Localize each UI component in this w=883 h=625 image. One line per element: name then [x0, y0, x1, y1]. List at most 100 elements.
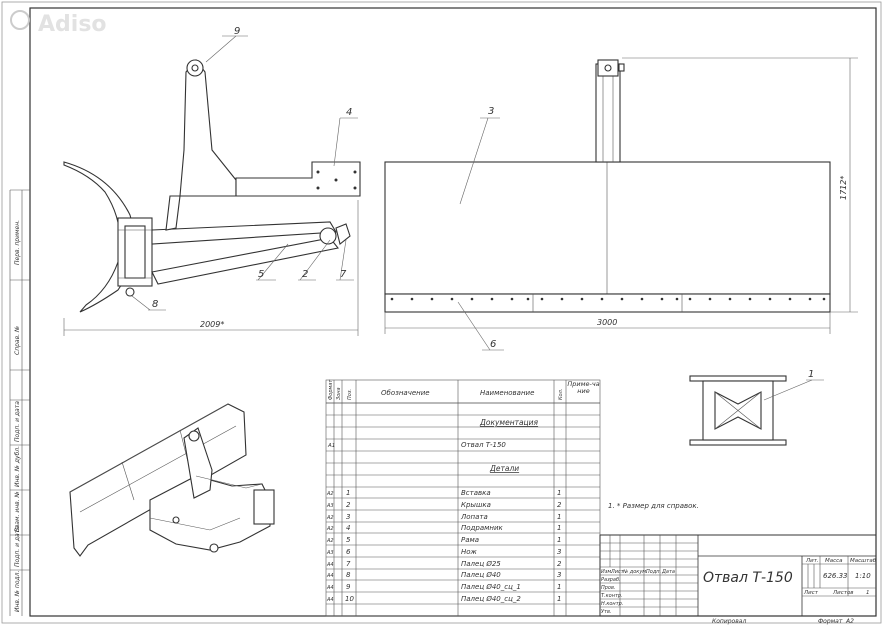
- front-view: 3000 1712* 3 6: [384, 57, 858, 351]
- col-zone: Зона: [336, 387, 342, 400]
- callout-1: 1: [808, 369, 814, 380]
- tb-date: Дата: [661, 569, 675, 575]
- svg-text:А3: А3: [326, 503, 334, 509]
- callout-4: 4: [346, 107, 352, 118]
- svg-text:Палец Ø40_сц_2: Палец Ø40_сц_2: [461, 595, 521, 603]
- tb-tkontr: Т.контр.: [601, 593, 623, 599]
- svg-text:А2: А2: [326, 526, 334, 532]
- margin-label-6: Подп. и дата: [14, 526, 21, 567]
- svg-text:5: 5: [346, 536, 351, 544]
- svg-text:2: 2: [557, 501, 562, 509]
- col-format: Формат: [328, 379, 334, 400]
- tb-razrab: Разраб.: [601, 577, 621, 583]
- svg-text:3: 3: [346, 513, 350, 521]
- margin-label-3: Подп. и дата: [14, 401, 21, 442]
- drawing-title: Отвал Т-150: [703, 570, 793, 586]
- callout-2: 2: [302, 269, 308, 280]
- watermark-text: Adiso: [38, 12, 107, 37]
- svg-text:2: 2: [346, 501, 351, 509]
- svg-text:А2: А2: [326, 515, 334, 521]
- svg-text:Лопата: Лопата: [460, 513, 488, 521]
- svg-text:1: 1: [557, 513, 561, 521]
- knife-strip: [384, 293, 831, 313]
- svg-text:2: 2: [557, 560, 562, 568]
- tb-sign: Подп.: [646, 569, 661, 575]
- section-docs: Документация: [479, 418, 539, 427]
- push-arm-lower: [151, 237, 339, 285]
- left-margin: Перв. примен. Справ. № Подп. и дата Инв.…: [9, 189, 30, 616]
- callout-3: 3: [488, 106, 494, 117]
- svg-text:7: 7: [346, 560, 351, 568]
- margin-label-7: Инв. № подл.: [14, 571, 21, 612]
- svg-text:Палец Ø40_сц_1: Палец Ø40_сц_1: [461, 583, 521, 591]
- table-row: А4 7 Палец Ø25 2: [326, 560, 562, 568]
- tb-utv: Утв.: [601, 609, 612, 615]
- svg-text:8: 8: [346, 571, 351, 579]
- tb-docnum: № докум.: [622, 569, 648, 575]
- margin-label-2: Справ. №: [14, 326, 21, 355]
- section-parts: Детали: [489, 464, 519, 473]
- svg-text:А3: А3: [326, 550, 334, 556]
- assembly-name: Отвал Т-150: [461, 441, 506, 449]
- tb-izm: Изм.: [601, 569, 613, 575]
- table-row: А2 1 Вставка 1: [326, 489, 561, 497]
- col-qty: Кол.: [558, 389, 564, 400]
- margin-label-1: Перв. примен.: [14, 220, 21, 265]
- callout-5: 5: [258, 269, 264, 280]
- assembly-format: А1: [327, 443, 335, 449]
- callout-8: 8: [152, 299, 158, 310]
- tb-scale: 1:10: [855, 572, 871, 580]
- svg-text:1: 1: [557, 595, 561, 603]
- svg-text:1: 1: [346, 489, 350, 497]
- push-arm-upper: [151, 221, 337, 245]
- tb-sheet: Лист: [803, 590, 819, 596]
- callout-6: 6: [490, 339, 496, 350]
- callout-9: 9: [234, 26, 240, 37]
- svg-text:А4: А4: [326, 573, 334, 579]
- dim-front-width: 3000: [597, 318, 617, 327]
- svg-text:А4: А4: [326, 562, 334, 568]
- tb-mass-label: Масса: [825, 558, 843, 564]
- side-view: 2009* 9 4 5 2 7 8: [63, 26, 361, 336]
- callout-7: 7: [340, 269, 347, 280]
- svg-text:Рама: Рама: [461, 536, 479, 544]
- svg-text:3: 3: [557, 571, 561, 579]
- tb-sheets: Листов: [832, 590, 854, 596]
- svg-text:А2: А2: [326, 491, 334, 497]
- dim-side-width: 2009*: [200, 320, 224, 329]
- svg-text:1: 1: [557, 489, 561, 497]
- table-row: А2 3 Лопата 1: [326, 513, 561, 521]
- tb-list: Лист: [610, 569, 625, 575]
- subframe-plate: [235, 161, 361, 197]
- tb-nkontr: Н.контр.: [601, 601, 623, 607]
- svg-text:Палец Ø25: Палец Ø25: [461, 560, 501, 568]
- margin-label-4: Инв. № дубл.: [14, 446, 21, 487]
- table-row: А4 10 Палец Ø40_сц_2 1: [326, 595, 561, 603]
- part-1-view: 1: [689, 369, 824, 446]
- blade-profile: [63, 161, 135, 313]
- svg-text:А2: А2: [326, 538, 334, 544]
- watermark: Adiso: [10, 10, 107, 37]
- blade-front: [384, 161, 831, 295]
- svg-text:А4: А4: [326, 585, 334, 591]
- svg-text:Нож: Нож: [461, 548, 478, 556]
- margin-label-5: Взам. инв. №: [14, 491, 21, 532]
- col-pos: Поз.: [347, 389, 353, 400]
- tb-format-value: А2: [845, 618, 854, 625]
- iso-mast: [183, 427, 213, 499]
- tb-prov: Пров.: [601, 585, 616, 591]
- svg-text:10: 10: [345, 595, 354, 603]
- svg-text:Вставка: Вставка: [461, 489, 491, 497]
- svg-text:6: 6: [346, 548, 351, 556]
- spec-table: Формат Зона Поз. Обозначение Наименовани…: [325, 379, 601, 617]
- col-designation: Обозначение: [381, 389, 430, 397]
- isometric-view: [69, 403, 275, 557]
- hitch-pin: [319, 227, 337, 245]
- svg-text:3: 3: [557, 548, 561, 556]
- svg-text:А4: А4: [326, 597, 334, 603]
